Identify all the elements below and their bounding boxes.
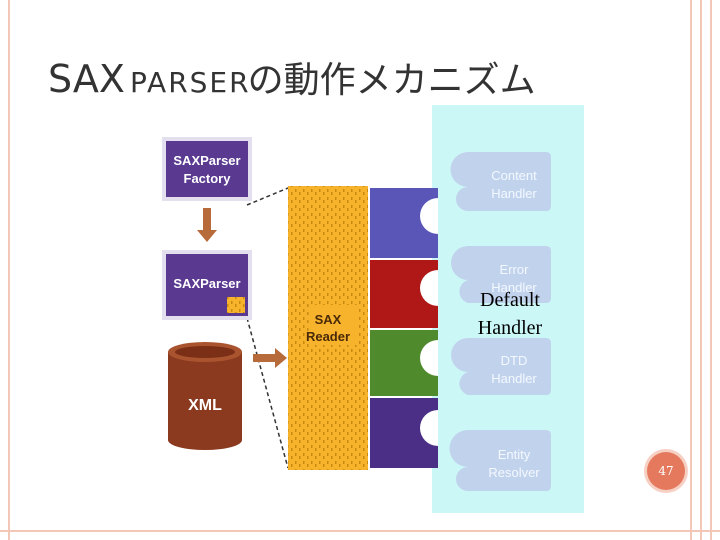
border-line-right-1 [690, 0, 692, 540]
saxparser-box: SAXParser [162, 250, 252, 320]
socket-knob-4 [420, 410, 438, 446]
slide-title: SAX PARSER の動作メカニズム [48, 60, 536, 99]
sax-diagram: SAXParser Factory SAXParser XML SAX Read… [162, 105, 584, 513]
down-arrow-icon [197, 208, 217, 242]
title-parser: PARSER [129, 66, 251, 99]
dashed-connector-top [246, 187, 289, 206]
factory-label-line1: SAXParser [173, 153, 240, 168]
socket-knob-2 [420, 270, 438, 306]
factory-label-line2: Factory [184, 171, 232, 186]
entity-resolver-line2: Resolver [488, 465, 540, 480]
entity-resolver-box: Entity Resolver [449, 430, 551, 491]
socket-knob-3 [420, 340, 438, 376]
sax-reader-box: SAX Reader [288, 186, 368, 470]
dtd-handler-line2: Handler [491, 371, 537, 386]
reader-label-line1: SAX [315, 312, 342, 327]
error-handler-box: Error Handler [451, 246, 551, 303]
entity-resolver-line1: Entity [498, 447, 531, 462]
page-number-badge: 47 [647, 452, 685, 490]
content-handler-line1: Content [491, 168, 537, 183]
border-line-bottom [0, 530, 720, 532]
content-handler-line2: Handler [491, 186, 537, 201]
border-line-right-2 [700, 0, 702, 540]
parser-reader-chip [227, 297, 245, 313]
error-handler-line2: Handler [491, 280, 537, 295]
parser-label: SAXParser [173, 276, 240, 291]
dashed-connector-bottom [246, 317, 289, 469]
saxparser-factory-box: SAXParser Factory [162, 137, 252, 201]
title-sax: SAX [48, 57, 125, 101]
xml-label: XML [188, 397, 222, 414]
right-arrow-icon [253, 348, 287, 368]
socket-knob-1 [420, 198, 438, 234]
border-line-right-3 [710, 0, 712, 540]
error-handler-line1: Error [500, 262, 530, 277]
dtd-handler-box: DTD Handler [451, 338, 551, 395]
xml-cylinder: XML [168, 342, 242, 450]
default-handler-label: Default Handler [477, 289, 543, 339]
border-line-left [8, 0, 10, 540]
content-handler-box: Content Handler [450, 152, 551, 211]
reader-label-line2: Reader [306, 329, 350, 344]
dtd-handler-line1: DTD [501, 353, 528, 368]
title-japanese: の動作メカニズム [247, 60, 536, 101]
